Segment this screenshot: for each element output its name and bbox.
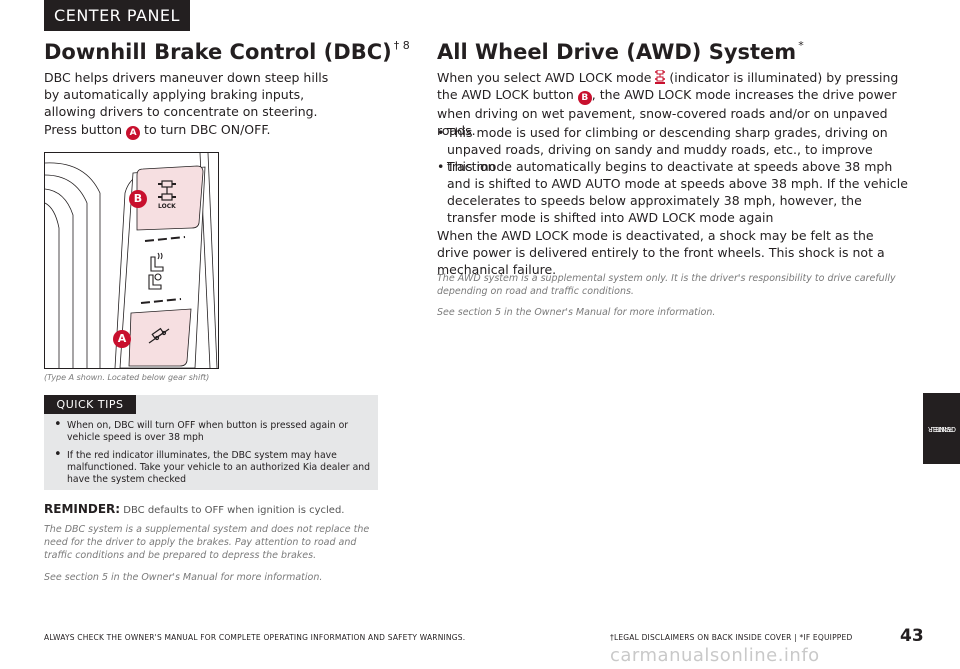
ventilated-seat-icon bbox=[148, 273, 162, 290]
section-tab: CENTER PANEL bbox=[44, 0, 190, 31]
awd-disclaimer: The AWD system is a supplemental system … bbox=[437, 273, 896, 297]
figure-badge-b: B bbox=[129, 190, 147, 208]
page-number: 43 bbox=[900, 626, 924, 646]
awd-paragraph-2: When the AWD LOCK mode is deactivated, a… bbox=[437, 228, 885, 277]
awd-bullet: •This mode is used for climbing or desce… bbox=[437, 125, 888, 174]
badge-b: B bbox=[577, 91, 592, 105]
dbc-title: Downhill Brake Control (DBC)† 8 bbox=[44, 39, 410, 64]
dbc-see-manual: See section 5 in the Owner's Manual for … bbox=[44, 572, 323, 583]
awd-bullet: •This mode automatically begins to deact… bbox=[437, 159, 908, 225]
dbc-intro: DBC helps drivers maneuver down steep hi… bbox=[44, 70, 329, 119]
watermark: carmanualsonline.info bbox=[610, 645, 820, 666]
dbc-hill-icon bbox=[148, 327, 170, 344]
footer-left: ALWAYS CHECK THE OWNER'S MANUAL FOR COMP… bbox=[44, 633, 466, 642]
awd-title: All Wheel Drive (AWD) System* bbox=[437, 39, 804, 64]
badge-a: A bbox=[126, 126, 141, 140]
figure-lock-text: LOCK bbox=[158, 203, 176, 210]
awd-lock-indicator-icon bbox=[655, 69, 666, 84]
quick-tips-label: QUICK TIPS bbox=[44, 395, 136, 414]
figure-badge-a: A bbox=[113, 330, 131, 348]
dbc-press-instruction: Press button A to turn DBC ON/OFF. bbox=[44, 122, 271, 140]
awd-lock-icon: LOCK bbox=[158, 180, 176, 210]
heated-seat-icon bbox=[150, 252, 164, 272]
figure-caption: (Type A shown. Located below gear shift) bbox=[44, 373, 210, 382]
dbc-title-superscript: † 8 bbox=[393, 39, 410, 52]
dbc-button-figure: LOCK B A bbox=[44, 152, 219, 369]
center-console-illustration: LOCK bbox=[45, 153, 218, 368]
awd-title-superscript: * bbox=[798, 39, 804, 52]
dbc-disclaimer: The DBC system is a supplemental system … bbox=[44, 524, 370, 561]
side-tab-line2: PANEL bbox=[930, 424, 953, 433]
awd-paragraph-1: When you select AWD LOCK mode (indicator… bbox=[437, 69, 899, 138]
quick-tip-item: •If the red indicator illuminates, the D… bbox=[54, 447, 371, 485]
awd-see-manual: See section 5 in the Owner's Manual for … bbox=[437, 307, 716, 318]
reminder-label: REMINDER: bbox=[44, 502, 121, 516]
footer-right: †LEGAL DISCLAIMERS ON BACK INSIDE COVER … bbox=[610, 633, 853, 642]
quick-tip-item: •When on, DBC will turn OFF when button … bbox=[54, 417, 349, 443]
reminder: REMINDER: DBC defaults to OFF when ignit… bbox=[44, 502, 345, 516]
